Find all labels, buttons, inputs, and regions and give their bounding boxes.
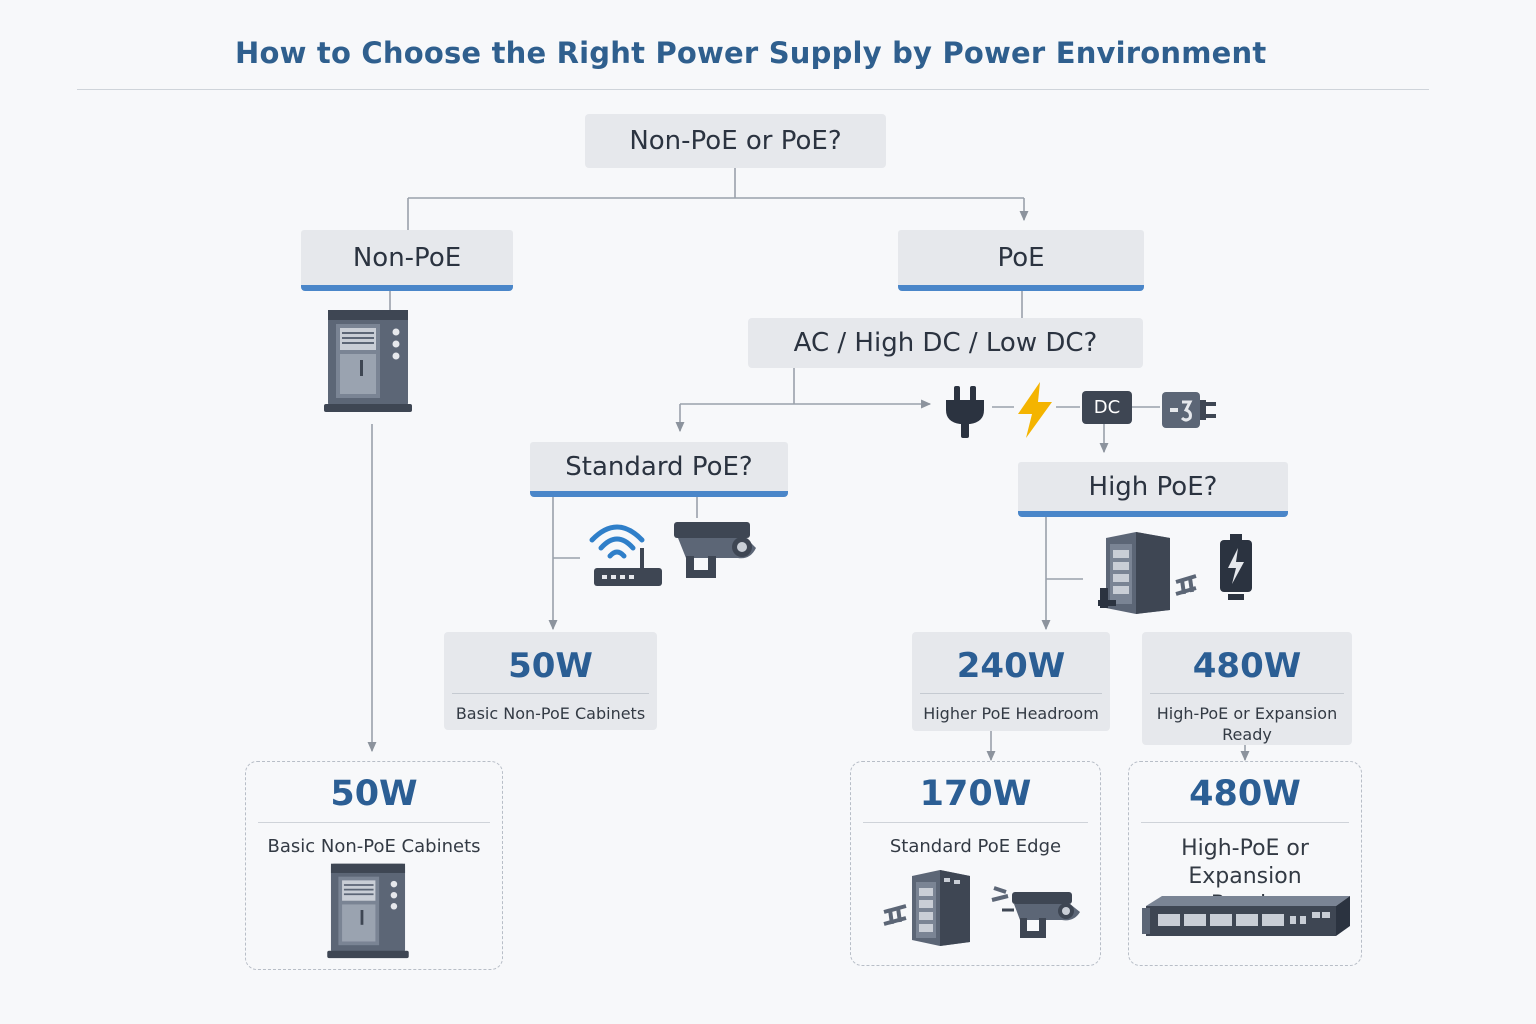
final-desc: Basic Non-PoE Cabinets [267,836,481,857]
final-watt: 170W [919,774,1032,814]
standard-poe-question: Standard PoE? [530,442,788,497]
result-watt: 480W [1192,646,1302,686]
card-divider [1150,693,1344,694]
security-camera-icon [991,886,1080,938]
wifi-router-icon [589,524,662,586]
result-desc: Higher PoE Headroom [923,704,1099,723]
high-poe-question: High PoE? [1018,462,1288,517]
card-divider [258,822,490,823]
result-desc: Basic Non-PoE Cabinets [455,704,646,723]
server-cabinet-icon [324,310,412,412]
final-watt: 50W [330,774,418,814]
non-poe-node: Non-PoE [301,230,513,291]
dc-badge: DC [1082,391,1132,424]
result-card-high-480w: 480W High-PoE or Expansion Ready [1142,632,1352,745]
final-watt: 480W [1189,774,1301,814]
edge-switch-icon [883,870,970,946]
root-question: Non-PoE or PoE? [585,114,886,168]
security-camera-icon [674,522,756,578]
result-watt: 50W [508,646,593,686]
power-source-question: AC / High DC / Low DC? [748,318,1143,368]
poe-node: PoE [898,230,1144,291]
page-title: How to Choose the Right Power Supply by … [235,36,1267,70]
card-divider [920,693,1102,694]
lightning-icon [1018,382,1052,438]
card-divider [1141,822,1349,823]
industrial-switch-icon [1098,532,1197,614]
result-card-high-240w: 240W Higher PoE Headroom [912,632,1110,731]
dc-label: DC [1093,397,1121,418]
title-divider [77,89,1429,90]
server-cabinet-icon [327,863,409,959]
card-divider [452,693,649,694]
dc-connector-icon [1162,392,1216,428]
card-divider [863,822,1088,823]
power-plug-icon [946,386,984,438]
final-card-edge-170w: 170W Standard PoE Edge [850,761,1101,966]
final-desc: Standard PoE Edge [889,836,1062,857]
result-desc: High-PoE or Expansion Ready [1156,704,1338,744]
rackmount-switch-icon [1142,896,1350,936]
result-card-standard-50w: 50W Basic Non-PoE Cabinets [444,632,657,730]
battery-icon [1220,534,1252,600]
result-watt: 240W [956,646,1066,686]
